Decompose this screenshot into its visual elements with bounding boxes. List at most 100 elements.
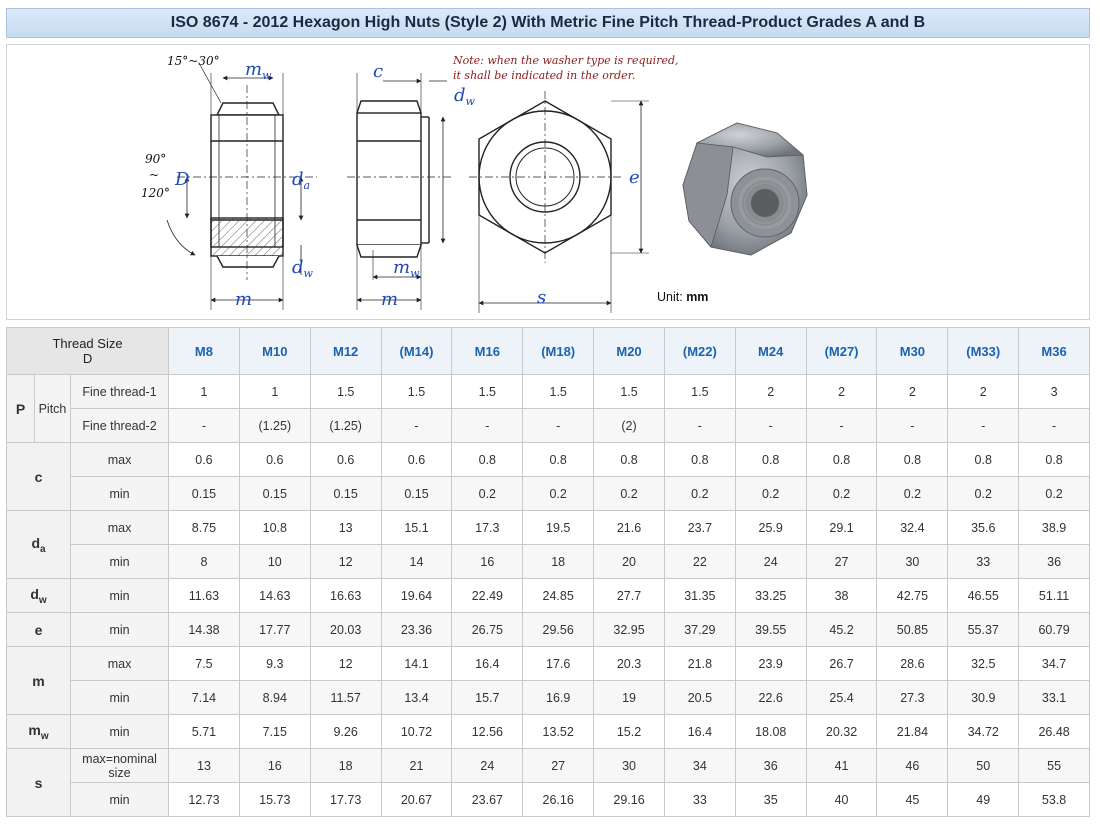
table-cell: -	[734, 408, 807, 443]
washer-note-line-2: it shall be indicated in the order.	[453, 69, 636, 82]
table-cell: 32.5	[947, 646, 1020, 681]
table-cell: 20.5	[663, 680, 736, 715]
table-cell: 23.7	[663, 510, 736, 545]
table-cell: 27.3	[876, 680, 949, 715]
nut-drawing: 15°~30° 90° ~ 120° D da dw mw m	[6, 44, 1090, 320]
table-cell: 0.6	[238, 442, 311, 477]
page-title-text: ISO 8674 - 2012 Hexagon High Nuts (Style…	[170, 14, 926, 31]
table-cell: 20.3	[593, 646, 665, 681]
row-label: min	[69, 544, 170, 579]
size-column-header: M16	[451, 327, 524, 375]
table-cell: -	[451, 408, 524, 443]
table-cell: 14.38	[168, 612, 240, 647]
param-subgroup-label: Pitch	[34, 374, 71, 443]
param-symbol: c	[6, 442, 71, 511]
table-cell: 0.2	[663, 476, 736, 511]
table-cell: 26.48	[1018, 714, 1090, 749]
table-cell: 11.63	[168, 578, 240, 613]
size-column-header: M10	[238, 327, 311, 375]
table-cell: 20.67	[380, 782, 453, 817]
dim-m-label-left: m	[235, 289, 252, 310]
table-cell: 30	[593, 748, 665, 783]
dim-da-label: da	[292, 169, 310, 192]
side-view-middle	[347, 73, 453, 310]
table-cell: 26.75	[451, 612, 524, 647]
table-cell: 11.57	[309, 680, 382, 715]
table-cell: 50	[947, 748, 1020, 783]
table-cell: (1.25)	[238, 408, 311, 443]
table-cell: 0.15	[380, 476, 453, 511]
table-cell: 27.7	[593, 578, 665, 613]
table-cell: 0.8	[451, 442, 524, 477]
table-cell: 39.55	[734, 612, 807, 647]
table-cell: 38	[805, 578, 878, 613]
table-cell: 17.73	[309, 782, 382, 817]
row-label: max=nominal size	[69, 748, 170, 783]
table-cell: 17.6	[522, 646, 595, 681]
table-cell: 33	[663, 782, 736, 817]
table-cell: 23.36	[380, 612, 453, 647]
table-cell: 33	[947, 544, 1020, 579]
size-column-header: M24	[734, 327, 807, 375]
table-cell: 0.2	[947, 476, 1020, 511]
table-cell: (2)	[593, 408, 665, 443]
table-cell: 10.72	[380, 714, 453, 749]
row-label: max	[69, 646, 170, 681]
table-row: Fine thread-2-(1.25)(1.25)---(2)------	[7, 408, 1090, 443]
param-symbol-subscript: w	[40, 730, 49, 742]
table-cell: 45.2	[805, 612, 878, 647]
table-cell: 30.9	[947, 680, 1020, 715]
table-cell: 18.08	[734, 714, 807, 749]
table-cell: 17.77	[238, 612, 311, 647]
table-cell: 14	[380, 544, 453, 579]
table-cell: 16.4	[663, 714, 736, 749]
table-cell: 0.2	[451, 476, 524, 511]
table-cell: 35	[734, 782, 807, 817]
param-symbol: P	[6, 374, 35, 443]
unit-value: mm	[686, 290, 709, 304]
table-cell: 37.29	[663, 612, 736, 647]
nut-photo	[682, 122, 808, 256]
table-cell: 36	[734, 748, 807, 783]
table-cell: 14.1	[380, 646, 453, 681]
table-cell: 17.3	[451, 510, 524, 545]
table-cell: 12.56	[451, 714, 524, 749]
table-cell: 29.1	[805, 510, 878, 545]
table-cell: 16.9	[522, 680, 595, 715]
table-cell: -	[805, 408, 878, 443]
row-label: min	[69, 680, 170, 715]
table-cell: 0.8	[1018, 442, 1090, 477]
row-label: min	[69, 612, 170, 647]
table-cell: 7.5	[168, 646, 240, 681]
table-cell: 25.9	[734, 510, 807, 545]
table-cell: 15.73	[238, 782, 311, 817]
table-cell: -	[947, 408, 1020, 443]
param-symbol-text: c	[34, 468, 43, 485]
table-cell: 12	[309, 646, 382, 681]
param-symbol: da	[6, 510, 71, 579]
param-symbol-text: d	[30, 585, 39, 602]
table-cell: 0.6	[309, 442, 382, 477]
param-symbol-text: d	[31, 534, 40, 551]
table-cell: 0.15	[168, 476, 240, 511]
param-symbol-text: P	[15, 400, 26, 417]
table-cell: 19	[593, 680, 665, 715]
table-cell: 13	[168, 748, 240, 783]
table-cell: 21.8	[663, 646, 736, 681]
table-cell: 33.25	[734, 578, 807, 613]
table-cell: 20.03	[309, 612, 382, 647]
table-cell: 5.71	[168, 714, 240, 749]
table-cell: 2	[947, 374, 1020, 409]
angle-top-label: 90°	[145, 152, 166, 166]
table-cell: 0.2	[734, 476, 807, 511]
